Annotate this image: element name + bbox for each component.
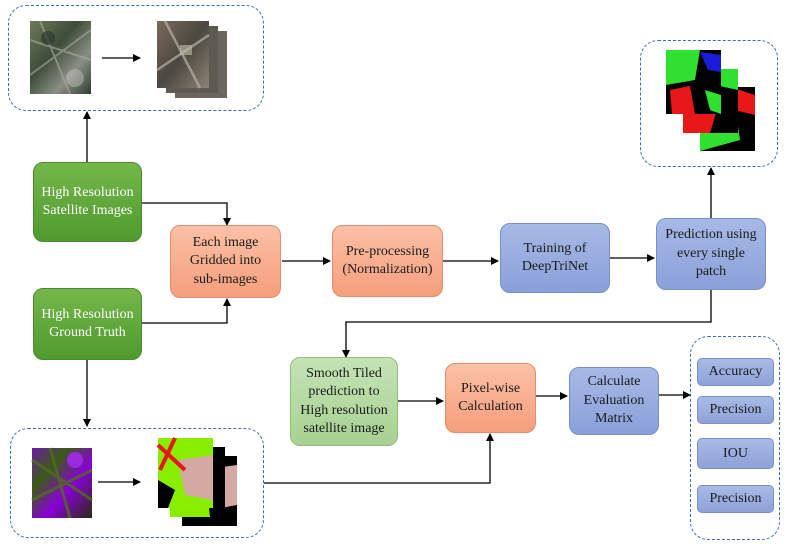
evaluation-matrix-box: Calculate Evaluation Matrix [569, 367, 659, 435]
training-box: Training of DeepTriNet [500, 223, 610, 293]
ground-truth-image-thumbnail [31, 447, 93, 519]
ground-truth-tiles-panel [10, 428, 264, 538]
satellite-image-thumbnail [29, 20, 92, 95]
hr-satellite-images-box: High Resolution Satellite Images [33, 162, 142, 242]
metric-precision-2: Precision [697, 485, 774, 513]
prediction-box: Prediction using every single patch [656, 218, 766, 290]
metrics-panel [690, 336, 780, 540]
metric-iou: IOU [697, 438, 774, 469]
prediction-mask-thumbnails [666, 50, 755, 151]
gridding-box: Each image Gridded into sub-images [170, 225, 281, 298]
ground-truth-tiles-thumbnail [156, 437, 237, 526]
pixelwise-calculation-box: Pixel-wise Calculation [445, 363, 536, 433]
arrow-prediction-to-smooth [342, 290, 712, 358]
preprocessing-box: Pre-processing (Normalization) [332, 225, 443, 297]
metric-accuracy: Accuracy [697, 358, 774, 386]
smooth-tiled-prediction-box: Smooth Tiled prediction to High resoluti… [290, 357, 398, 446]
arrow-satellite-to-gridding [142, 202, 231, 226]
satellite-tiles-panel [8, 5, 264, 111]
arrow-groundtruth-to-pixelwise [264, 433, 494, 484]
gridded-subimages-thumbnail [156, 20, 227, 98]
metric-precision: Precision [697, 396, 774, 424]
hr-ground-truth-box: High Resolution Ground Truth [33, 288, 142, 360]
arrow-groundtruth-to-gridding [142, 298, 231, 324]
prediction-tiles-panel [640, 40, 778, 167]
